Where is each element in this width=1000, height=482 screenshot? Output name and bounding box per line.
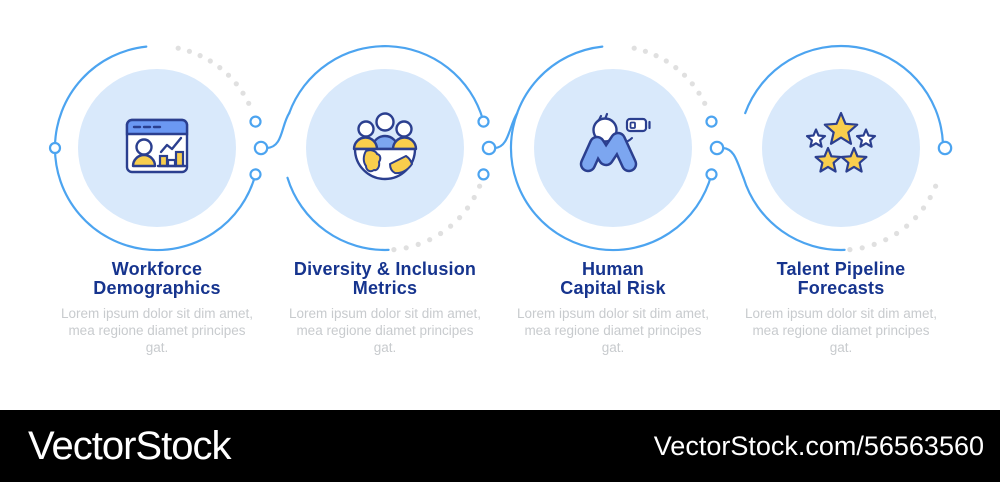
item-description: Lorem ipsum dolor sit dim amet, mea regi… <box>744 306 938 355</box>
watermark-credit: VectorStock.com/56563560 <box>653 430 984 461</box>
infographic-item: Workforce Demographics Lorem ipsum dolor… <box>45 260 269 356</box>
item-icon-slot <box>573 106 653 186</box>
item-description: Lorem ipsum dolor sit dim amet, mea regi… <box>516 306 710 355</box>
infographic-item: Human Capital Risk Lorem ipsum dolor sit… <box>501 260 725 356</box>
rating-stars-icon <box>805 111 877 173</box>
analytics-dashboard-icon <box>125 118 189 174</box>
item-title: Human Capital Risk <box>560 259 666 298</box>
item-description: Lorem ipsum dolor sit dim amet, mea regi… <box>288 306 482 355</box>
item-description: Lorem ipsum dolor sit dim amet, mea regi… <box>60 306 254 355</box>
connector-rings-layer <box>48 44 953 253</box>
item-title: Diversity & Inclusion Metrics <box>293 259 477 298</box>
item-title: Talent Pipeline Forecasts <box>776 259 906 298</box>
infographic-item: Diversity & Inclusion Metrics Lorem ipsu… <box>273 260 497 356</box>
item-title: Workforce Demographics <box>93 259 221 298</box>
vectorstock-logo: VectorStock <box>28 423 231 468</box>
item-icon-slot <box>345 106 425 186</box>
infographic-item: Talent Pipeline Forecasts Lorem ipsum do… <box>729 260 953 356</box>
diversity-globe-icon <box>352 112 418 181</box>
burnout-person-icon <box>579 112 651 173</box>
item-icon-slot <box>117 106 197 186</box>
item-icon-slot <box>801 106 881 186</box>
watermark-bar: VectorStock VectorStock.com/56563560 <box>0 410 1000 482</box>
